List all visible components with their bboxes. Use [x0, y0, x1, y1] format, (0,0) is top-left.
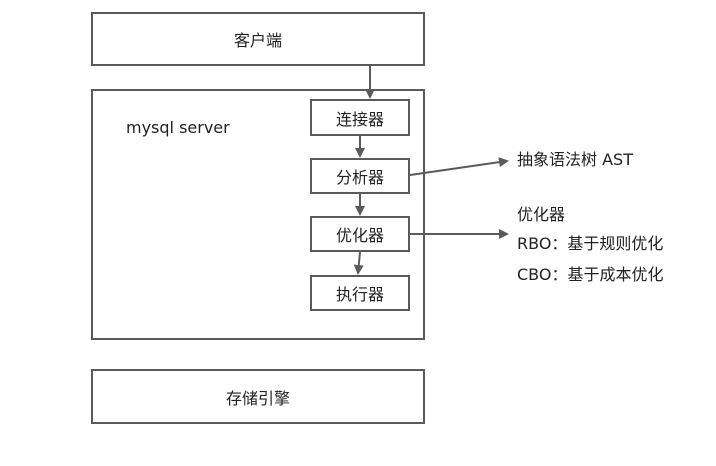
- optimizer-box: 优化器: [310, 216, 410, 252]
- analyzer-box: 分析器: [310, 158, 410, 194]
- optimizer-label: 优化器: [335, 226, 384, 245]
- connector-label: 连接器: [335, 109, 384, 129]
- connector-box: 连接器: [310, 99, 410, 136]
- client-box: 客户端: [91, 12, 425, 66]
- storage-engine-box: 存储引擎: [91, 369, 425, 424]
- executor-label: 执行器: [335, 285, 384, 304]
- rbo-note: RBO：基于规则优化: [517, 234, 664, 253]
- arrow-optimizer-to-executor: [353, 251, 364, 275]
- optimizer-note-title: 优化器: [517, 205, 566, 224]
- arrow-analyzer-to-ast: [409, 157, 509, 176]
- executor-box: 执行器: [310, 275, 410, 311]
- storage-engine-label: 存储引擎: [225, 388, 290, 408]
- mysql-server-label: mysql server: [126, 118, 230, 137]
- analyzer-label: 分析器: [335, 168, 384, 187]
- client-label: 客户端: [233, 31, 282, 50]
- ast-annotation: 抽象语法树 AST: [517, 150, 633, 169]
- cbo-note: CBO：基于成本优化: [517, 265, 664, 284]
